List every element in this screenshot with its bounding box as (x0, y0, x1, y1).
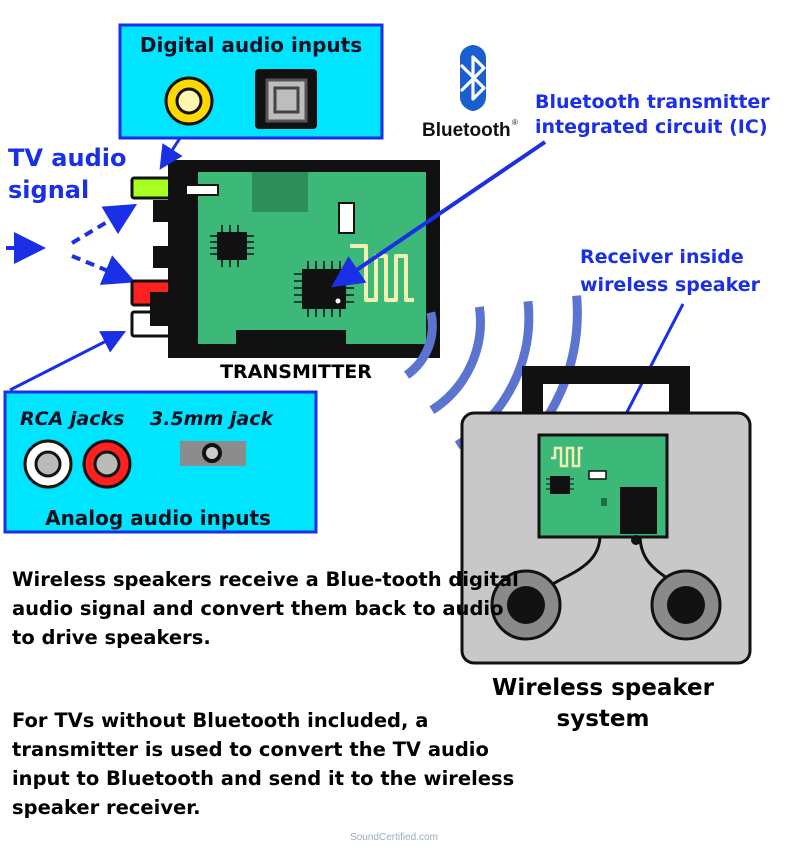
optical-port (130, 176, 174, 200)
ic-label-line2: integrated circuit (IC) (535, 116, 768, 138)
tv-signal-line1: TV audio (8, 144, 126, 172)
tv-signal-line2: signal (8, 176, 89, 204)
mini-jack-icon (180, 441, 246, 466)
source-credit: SoundCertified.com (350, 832, 438, 843)
mini-jack-label: 3.5mm jack (150, 408, 274, 430)
small-chip-icon (210, 225, 254, 267)
receiver-label-line2: wireless speaker (580, 274, 761, 296)
right-speaker-driver-icon (650, 569, 722, 641)
speaker-label-line2: system (557, 706, 650, 732)
optical-toslink-jack-icon (255, 69, 317, 129)
receiver-label-line1: Receiver inside (580, 246, 744, 268)
speaker-system-label: Wireless speaker system (492, 675, 715, 732)
digital-inputs-title: Digital audio inputs (140, 33, 362, 57)
registered-mark: ® (512, 118, 518, 127)
rca-jacks-label: RCA jacks (20, 408, 124, 430)
bluetooth-wordmark: Bluetooth (422, 120, 511, 141)
speaker-handle (522, 366, 690, 418)
digital-inputs-box: Digital audio inputs (118, 23, 384, 140)
transmitter-label: TRANSMITTER (220, 361, 372, 383)
explanation-paragraph-1: Wireless speakers receive a Blue-tooth d… (12, 568, 519, 649)
ic-label: Bluetooth transmitter integrated circuit… (535, 91, 770, 138)
bluetooth-ic-chip-icon (294, 261, 354, 317)
speaker-label-line1: Wireless speaker (492, 675, 715, 701)
bluetooth-rune-icon (460, 45, 486, 111)
analog-inputs-box: RCA jacks 3.5mm jack Analog audio inputs (3, 390, 318, 534)
rca-red-jack-icon (82, 439, 132, 489)
tv-audio-signal-label: TV audio signal (8, 144, 126, 204)
analog-inputs-title: Analog audio inputs (45, 506, 271, 530)
explanation-paragraph-2: For TVs without Bluetooth included, a tr… (12, 709, 515, 819)
bluetooth-logo: Bluetooth ® (422, 45, 518, 141)
pcb-antenna-trace (350, 244, 414, 302)
tv-signal-arrows (6, 203, 138, 285)
rca-white-jack-icon (23, 439, 73, 489)
wireless-speaker-icon (460, 366, 752, 665)
receiver-label: Receiver inside wireless speaker (580, 246, 761, 296)
transmitter-device (130, 160, 440, 358)
left-speaker-driver-icon (490, 569, 562, 641)
coaxial-jack-icon (164, 76, 214, 126)
ic-label-line1: Bluetooth transmitter (535, 91, 770, 113)
